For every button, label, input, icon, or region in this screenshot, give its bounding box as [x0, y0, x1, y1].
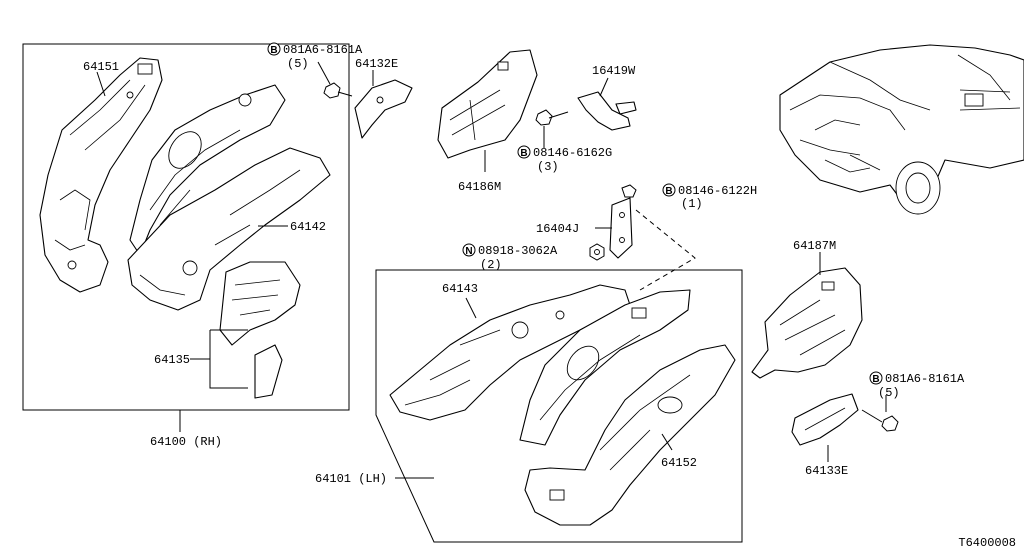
part-64132E-shape: [354, 79, 413, 139]
fastener-f4-code: 08918-3062A: [478, 244, 558, 258]
bolt-f3-icon: [621, 184, 637, 198]
fastener-f2-code: 08146-6162G: [533, 146, 612, 160]
fastener-f4-qty: (2): [480, 258, 502, 272]
fastener-f1-code: 081A6-8161A: [283, 43, 363, 57]
fastener-f2-mark: B: [517, 145, 531, 159]
vehicle-reference-illustration: [779, 44, 1024, 215]
fastener-f4-mark: N: [462, 243, 476, 257]
label-64152: 64152: [661, 456, 697, 470]
fastener-f3-code: 08146-6122H: [678, 184, 757, 198]
upper-dash-panel-lh-shape: [519, 289, 691, 446]
fastener-f3-qty: (1): [681, 197, 703, 211]
label-64101-lh: 64101 (LH): [315, 472, 387, 486]
svg-text:B: B: [665, 186, 672, 197]
bolt-f1-icon: [323, 82, 353, 99]
part-64133E-shape: [791, 393, 859, 446]
label-64143: 64143: [442, 282, 478, 296]
fastener-f5-qty: (5): [878, 386, 900, 400]
fastener-f3-mark: B: [662, 183, 676, 197]
label-64187M: 64187M: [793, 239, 836, 253]
rh-assembly-box: [22, 43, 350, 432]
bolt-f5-icon: [861, 409, 899, 432]
label-16404J: 16404J: [536, 222, 579, 236]
part-16404J-shape: [609, 197, 633, 259]
bolt-f2-icon: [535, 109, 569, 126]
label-64135: 64135: [154, 353, 190, 367]
label-64186M: 64186M: [458, 180, 501, 194]
diagram-code: T6400008: [958, 536, 1016, 550]
part-64152-shape: [524, 344, 736, 526]
label-64132E: 64132E: [355, 57, 398, 71]
label-64133E: 64133E: [805, 464, 848, 478]
lh-assembly-box: [375, 269, 743, 543]
svg-text:B: B: [270, 45, 277, 56]
label-64151: 64151: [83, 60, 119, 74]
svg-text:B: B: [872, 374, 879, 385]
svg-text:B: B: [520, 148, 527, 159]
nut-f4-icon: [589, 243, 605, 261]
label-16419W: 16419W: [592, 64, 636, 78]
part-64151-shape: [39, 57, 163, 293]
fastener-f1-mark: B: [267, 42, 281, 56]
part-64135-shape: [219, 261, 301, 399]
label-64100-rh: 64100 (RH): [150, 435, 222, 449]
fastener-f2-qty: (3): [537, 160, 559, 174]
label-64142: 64142: [290, 220, 326, 234]
upper-dash-panel-shape: [129, 84, 286, 256]
part-64186M-shape: [437, 49, 538, 159]
fastener-f5-mark: B: [869, 371, 883, 385]
svg-text:N: N: [465, 246, 472, 257]
part-64187M-shape: [751, 267, 863, 379]
part-16419W-shape: [577, 91, 637, 131]
fastener-f5-code: 081A6-8161A: [885, 372, 965, 386]
part-64142-shape: [127, 147, 331, 311]
fastener-f1-qty: (5): [287, 57, 309, 71]
